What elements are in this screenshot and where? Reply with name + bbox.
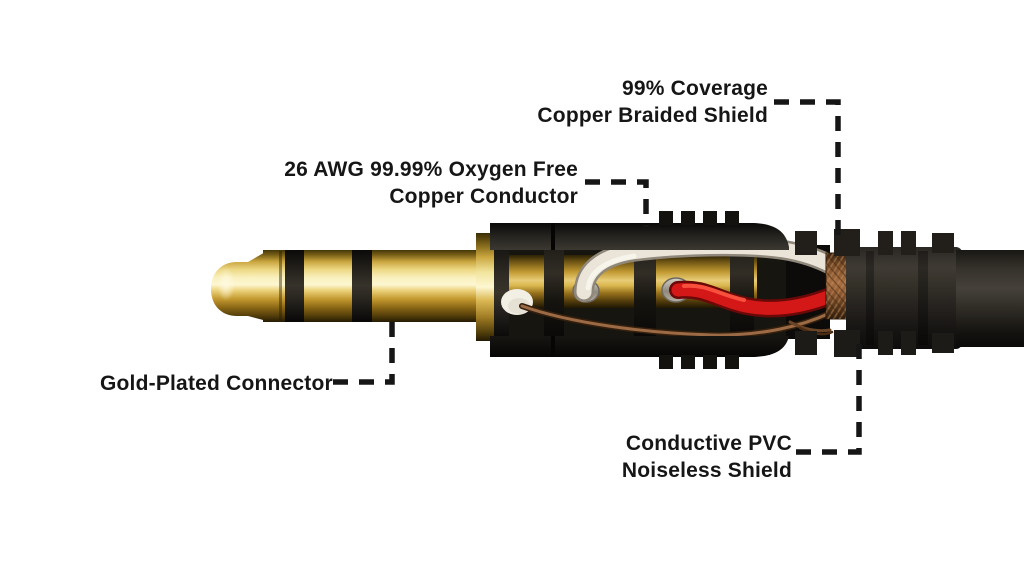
housing-top-notch: [551, 223, 555, 250]
housing-bottom-frame: [490, 336, 789, 357]
leader-pvc-shield: [796, 336, 862, 455]
connector-tip-cone: [248, 251, 267, 321]
boot-ribs-bottom: [795, 330, 954, 357]
housing-top-frame: [490, 223, 789, 250]
connector-gold-collar: [476, 233, 494, 341]
connector-shaft-ridge: [279, 251, 282, 321]
leader-conductor: [585, 179, 649, 227]
leader-gold-connector: [333, 319, 395, 385]
label-line: Gold-Plated Connector: [100, 372, 333, 395]
red-signal-wire-highlight: [682, 283, 746, 302]
braid-strand-2: [798, 326, 834, 336]
boot-groove-1: [866, 251, 874, 345]
label-copper-conductor: 26 AWG 99.99% Oxygen Free Copper Conduct…: [284, 156, 578, 210]
label-pvc-noiseless-shield: Conductive PVC Noiseless Shield: [622, 430, 792, 484]
housing-strut-2: [634, 247, 656, 336]
label-copper-braided-shield: 99% Coverage Copper Braided Shield: [537, 75, 768, 129]
connector-tip-highlight: [217, 267, 235, 301]
boot-body: [846, 247, 962, 349]
label-line: Noiseless Shield: [621, 459, 792, 482]
label-line: Copper Braided Shield: [537, 104, 768, 127]
boot-groove-2: [918, 251, 928, 345]
label-line: Copper Conductor: [389, 185, 578, 208]
insulator-ring-2: [352, 250, 372, 322]
leader-braided-shield: [774, 99, 841, 236]
label-gold-plated-connector: Gold-Plated Connector: [100, 370, 333, 397]
insulator-ring-1: [285, 250, 304, 322]
housing-grip-teeth-bottom: [659, 355, 739, 369]
label-line: 26 AWG 99.99% Oxygen Free: [284, 158, 578, 181]
red-signal-wire: [671, 283, 840, 315]
gold-plated-connector: [211, 233, 509, 341]
housing-bottom-notch: [551, 336, 555, 357]
housing-strut-3: [730, 247, 754, 336]
leader-lines: [333, 99, 862, 455]
connector-housing-shell: [490, 211, 789, 369]
cable-jacket: [956, 250, 1024, 347]
label-line: 99% Coverage: [622, 77, 768, 100]
label-line: Conductive PVC: [625, 432, 792, 455]
housing-strut-1: [544, 247, 564, 336]
connector-black-collar: [494, 233, 509, 341]
strain-relief-boot: [795, 229, 1024, 357]
braid-strand-1: [788, 320, 832, 333]
white-signal-wire-highlight: [585, 253, 637, 291]
housing-grip-teeth-top: [659, 211, 739, 225]
